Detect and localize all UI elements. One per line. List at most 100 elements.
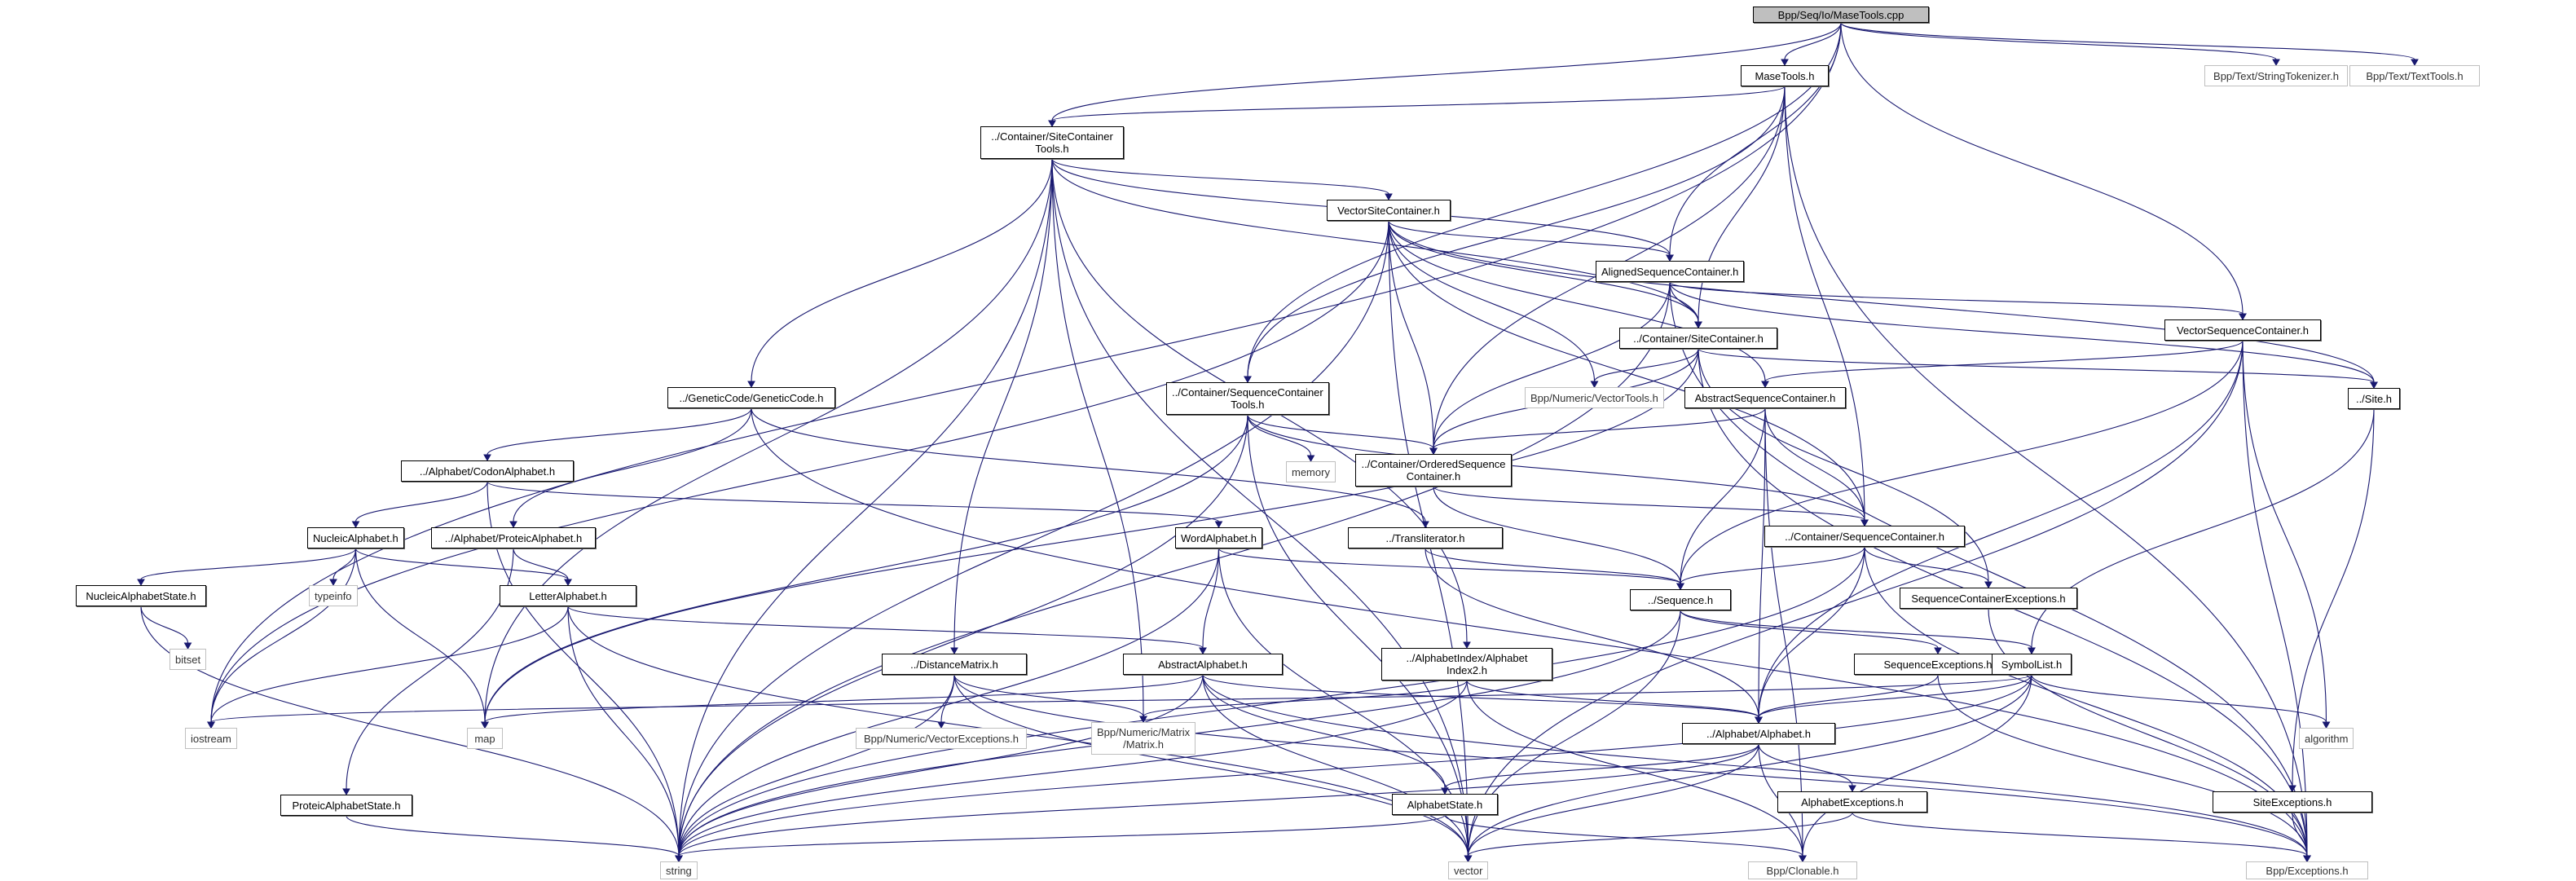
arrowhead-nucleicstate-to-bitset [183, 642, 192, 650]
node-texttools[interactable]: Bpp/Text/TextTools.h [2349, 65, 2480, 86]
edge-abstractalpha-to-alphabet [1202, 674, 1759, 718]
arrowhead-sequence-to-seqexc [1934, 647, 1942, 655]
edge-root-to-iostream [210, 22, 1842, 723]
node-sequence[interactable]: ../Sequence.h [1630, 589, 1731, 610]
edge-geneticcode-to-proteicalpha [513, 407, 752, 522]
edge-letteralpha-to-string [567, 606, 680, 857]
node-memory[interactable]: memory [1286, 461, 1336, 482]
node-strtok[interactable]: Bpp/Text/StringTokenizer.h [2204, 65, 2348, 86]
edge-sctools-to-vsitec [1051, 158, 1389, 195]
edge-seqctools-to-map [484, 414, 1248, 723]
node-vseqc[interactable]: VectorSequenceContainer.h [2164, 319, 2321, 341]
node-alphabet[interactable]: ../Alphabet/Alphabet.h [1682, 723, 1835, 744]
edge-sitecont-to-site [1698, 348, 2375, 383]
edge-alphabet-to-alphaexc [1758, 743, 1853, 786]
arrowhead-vseqc-to-abstractsc [1761, 381, 1769, 389]
arrowhead-vsitec-to-alignedsc [1666, 254, 1674, 262]
node-orderedsc[interactable]: ../Container/OrderedSequence Container.h [1355, 454, 1512, 487]
edge-root-to-masetools [1784, 22, 1842, 60]
edge-abstractalpha-to-map [484, 674, 1204, 723]
node-seqcont[interactable]: ../Container/SequenceContainer.h [1764, 526, 1965, 547]
arrowhead-sitecont-to-vectortools [1590, 381, 1599, 389]
node-vector[interactable]: vector [1448, 861, 1489, 879]
node-clonable[interactable]: Bpp/Clonable.h [1748, 861, 1857, 879]
edge-seqcontexc-to-exceptions [1988, 608, 2308, 857]
arrowhead-seqcont-to-seqcontexc [1984, 581, 1993, 589]
edge-sitecont-to-map [484, 348, 1699, 723]
node-sctools[interactable]: ../Container/SiteContainer Tools.h [980, 126, 1124, 159]
node-nucleicalpha[interactable]: NucleicAlphabet.h [307, 527, 404, 548]
edge-alphabet-to-vector [1467, 743, 1759, 857]
node-root[interactable]: Bpp/Seq/Io/MaseTools.cpp [1753, 7, 1929, 23]
arrowhead-codonalpha-to-nucleicalpha [351, 521, 360, 529]
node-iostream[interactable]: iostream [185, 728, 237, 749]
arrowhead-geneticcode-to-proteicalpha [509, 521, 517, 529]
node-site[interactable]: ../Site.h [2348, 388, 2400, 409]
arrowhead-symbollist-to-algorithm [2322, 721, 2331, 729]
edge-vsitec-to-iostream [210, 220, 1389, 723]
arrowhead-abstractsc-to-orderedsc [1429, 447, 1438, 456]
edge-alignedsc-to-vseqc [1669, 281, 2244, 315]
edge-masetools-to-seqcont [1784, 86, 1865, 521]
node-string[interactable]: string [660, 861, 698, 879]
node-vectortools[interactable]: Bpp/Numeric/VectorTools.h [1525, 387, 1664, 408]
node-masetools[interactable]: MaseTools.h [1741, 65, 1829, 86]
node-letteralpha[interactable]: LetterAlphabet.h [500, 585, 636, 606]
node-matrix[interactable]: Bpp/Numeric/Matrix /Matrix.h [1091, 722, 1196, 755]
node-alphaindex2[interactable]: ../AlphabetIndex/Alphabet Index2.h [1381, 648, 1552, 681]
edge-codonalpha-to-wordalpha [487, 481, 1220, 522]
node-bitset[interactable]: bitset [170, 649, 207, 670]
edge-seqcont-to-alphabet [1758, 546, 1865, 718]
node-typeinfo[interactable]: typeinfo [309, 585, 358, 606]
node-abstractalpha[interactable]: AbstractAlphabet.h [1123, 654, 1283, 675]
arrowhead-sequence-to-symbollist [2028, 647, 2036, 655]
node-translit[interactable]: ../Transliterator.h [1348, 527, 1503, 548]
edge-alphaindex2-to-matrix [1143, 680, 1468, 717]
node-sitecont[interactable]: ../Container/SiteContainer.h [1619, 328, 1777, 349]
node-siteexc[interactable]: SiteExceptions.h [2213, 791, 2372, 813]
edge-letteralpha-to-iostream [210, 606, 569, 723]
edge-proteicalpha-to-letteralpha [513, 548, 569, 580]
arrowhead-alphaexc-to-vector [1464, 855, 1473, 863]
edge-seqcont-to-sequence [1680, 546, 1865, 584]
arrowhead-symbollist-to-alphabet [1755, 716, 1763, 725]
edge-alignedsc-to-site [1669, 281, 2375, 383]
arrowhead-alphaindex2-to-matrix [1139, 716, 1147, 724]
node-proteicstate[interactable]: ProteicAlphabetState.h [280, 795, 412, 816]
node-algorithm[interactable]: algorithm [2299, 728, 2354, 749]
edge-sequence-to-symbollist [1680, 610, 2032, 649]
node-wordalpha[interactable]: WordAlphabet.h [1175, 527, 1262, 548]
edge-vsitec-to-vectortools [1388, 220, 1596, 382]
arrowhead-alphastate-to-clonable [1799, 855, 1807, 863]
node-nucleicstate[interactable]: NucleicAlphabetState.h [76, 585, 206, 606]
node-alphastate[interactable]: AlphabetState.h [1392, 794, 1498, 815]
node-vecexc[interactable]: Bpp/Numeric/VectorExceptions.h [856, 728, 1027, 749]
node-alignedsc[interactable]: AlignedSequenceContainer.h [1596, 261, 1745, 282]
arrowhead-root-to-masetools [1781, 59, 1789, 67]
edge-vseqc-to-algorithm [2242, 340, 2327, 723]
edge-seqexc-to-exceptions [1937, 674, 2308, 857]
node-exceptions[interactable]: Bpp/Exceptions.h [2246, 861, 2368, 879]
edge-site-to-siteexc [2292, 408, 2375, 786]
node-alphaexc[interactable]: AlphabetExceptions.h [1777, 791, 1927, 813]
arrowhead-geneticcode-to-translit [1421, 521, 1429, 529]
node-symbollist[interactable]: SymbolList.h [1992, 654, 2072, 675]
node-codonalpha[interactable]: ../Alphabet/CodonAlphabet.h [401, 460, 574, 482]
node-vsitec[interactable]: VectorSiteContainer.h [1327, 200, 1451, 221]
edge-root-to-sctools [1051, 22, 1842, 121]
node-abstractsc[interactable]: AbstractSequenceContainer.h [1684, 387, 1846, 408]
node-distmatrix[interactable]: ../DistanceMatrix.h [882, 654, 1027, 675]
node-map[interactable]: map [467, 728, 503, 749]
edge-orderedsc-to-seqcont [1433, 486, 1865, 521]
edge-vsitec-to-sitecont [1388, 220, 1699, 323]
edge-geneticcode-to-codonalpha [487, 407, 752, 456]
node-seqctools[interactable]: ../Container/SequenceContainer Tools.h [1166, 382, 1329, 415]
edge-vsitec-to-alignedsc [1388, 220, 1671, 256]
node-proteicalpha[interactable]: ../Alphabet/ProteicAlphabet.h [431, 527, 596, 548]
edge-nucleicalpha-to-iostream [210, 548, 357, 723]
edge-sctools-to-map [484, 158, 1053, 723]
node-geneticcode[interactable]: ../GeneticCode/GeneticCode.h [667, 387, 835, 408]
node-seqcontexc[interactable]: SequenceContainerExceptions.h [1900, 588, 2077, 609]
edge-sctools-to-string [678, 158, 1053, 857]
edge-translit-to-alphabet [1425, 548, 1759, 718]
